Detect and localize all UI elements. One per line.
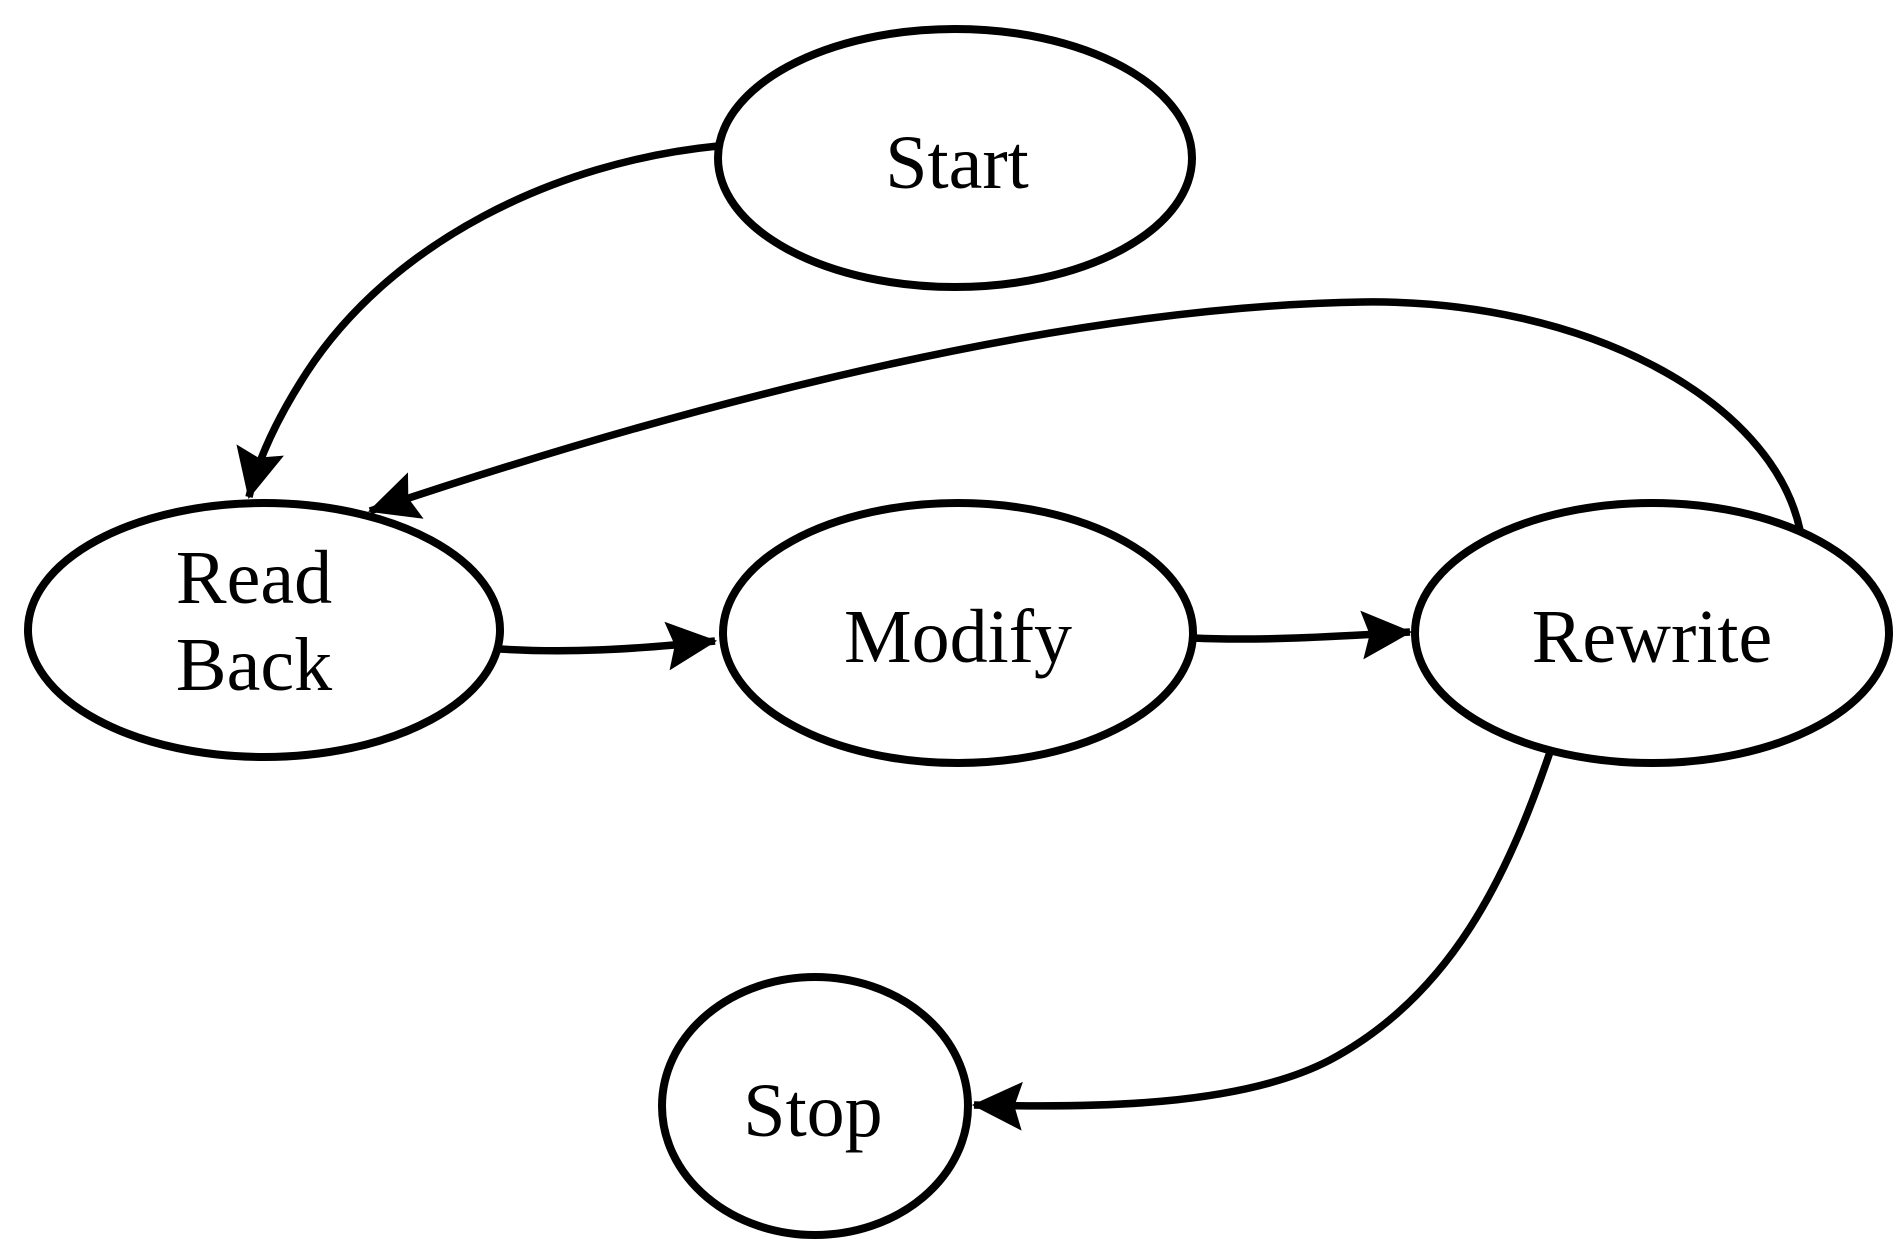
edge-read-back-to-modify [499,621,718,671]
read-back-label-line1: Read [176,536,332,620]
edge-modify-to-rewrite [1192,610,1413,660]
modify-label: Modify [844,595,1072,679]
stop-label: Stop [743,1069,882,1153]
modify-ellipse [719,499,1197,767]
rewrite-ellipse [1411,499,1893,767]
start-ellipse [714,25,1196,291]
start-label: Start [885,121,1029,205]
node-rewrite: Rewrite [1411,499,1893,767]
stop-ellipse [658,973,972,1239]
edge-start-to-read-back [236,142,719,500]
node-stop: Stop [658,973,972,1239]
edge-rewrite-to-read-back [368,298,1804,531]
node-read-back: Read Back [24,499,504,761]
node-modify: Modify [719,499,1197,767]
rewrite-label: Rewrite [1532,595,1773,679]
node-start: Start [714,25,1196,291]
edges [236,142,1804,1131]
read-back-label-line2: Back [176,623,332,707]
edge-rewrite-to-stop [971,750,1554,1131]
read-back-ellipse [24,499,504,761]
